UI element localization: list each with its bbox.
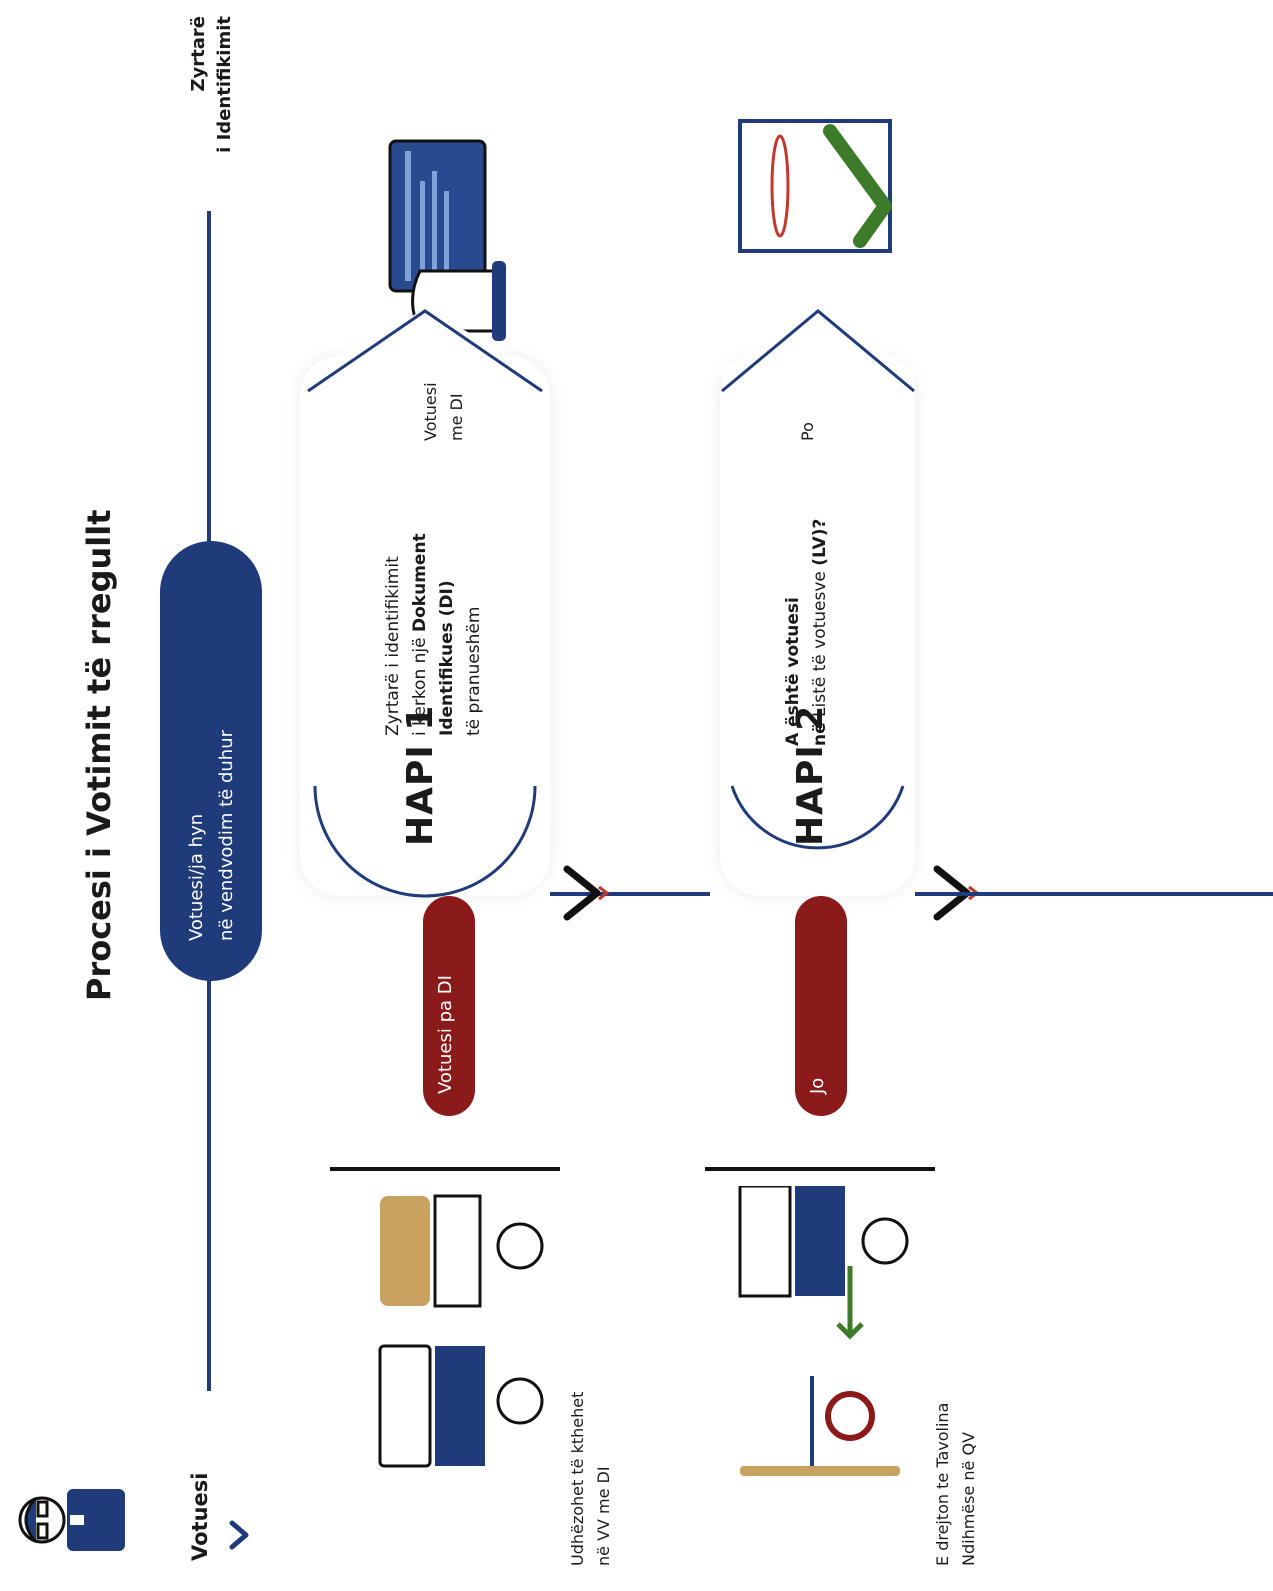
step2-yes-label: Po: [798, 422, 817, 441]
voter-label: Votuesi: [188, 1472, 212, 1561]
two-voters-icon: [378, 1194, 544, 1468]
step1-text-bold1: Dokument: [410, 533, 430, 632]
official-label-line1: Zyrtarë: [188, 16, 209, 92]
step1-yes-label: Votuesi me DI: [418, 382, 470, 441]
step1-outcome-baseline: [330, 1167, 560, 1171]
ballot-checkmark-icon: [738, 119, 892, 253]
step2-no-outcome-line2: Ndihmëse në QV: [959, 1431, 978, 1566]
step2-outcome-baseline: [705, 1167, 935, 1171]
step2-text-line1: A është votuesi: [780, 456, 807, 746]
entry-pill-line2: në vendvodim të duhur: [216, 729, 237, 941]
step1-no-pill: Votuesi pa DI: [423, 896, 475, 1116]
down-arrow-icon: [836, 1266, 864, 1340]
step2-circle-icon: [730, 785, 905, 850]
step2-no-outcome-line1: E drejton te Tavolina: [933, 1402, 952, 1566]
diagram-title: Procesi i Votimit të rregullt: [80, 509, 118, 1002]
step2-text: A është votuesi në Listë të votuesve (LV…: [780, 456, 834, 746]
step1-no-outcome-line1: Udhëzohet të kthehet: [568, 1391, 587, 1566]
step2-text-rest: Listë të votuesve: [810, 565, 830, 723]
step1-text-line4: të pranueshëm: [464, 606, 484, 736]
step2-no-pill: Jo: [795, 896, 847, 1116]
entry-pill: Votuesi/ja hyn në vendvodim të duhur: [160, 541, 262, 981]
step1-text-line3: Identifikues (DI): [434, 476, 461, 736]
step1-chevron-icon: [563, 865, 610, 921]
step1-yes-line1: Votuesi: [421, 382, 440, 441]
step1-yes-line2: me DI: [447, 393, 466, 441]
step1-arrow-outline-icon: [307, 309, 543, 571]
step1-circle-icon: [313, 785, 537, 898]
step2-text-bold2: në: [810, 722, 830, 746]
step1-text-line2: i kerkon një Dokument: [407, 476, 434, 736]
official-label: Zyrtarë i Identifikimit: [186, 16, 238, 221]
chevron-right-icon: [229, 1520, 249, 1550]
step2-arrow-outline-icon: [721, 309, 915, 571]
helpdesk-officer-icon: [738, 1186, 909, 1476]
step2-text-bold: A është votuesi: [783, 597, 803, 746]
step2-text-bold3: (LV)?: [810, 518, 830, 566]
voter-figure-icon: [18, 1489, 125, 1551]
flow-continuation: [915, 892, 1273, 896]
step1-text-line2a: i kerkon një: [410, 632, 430, 736]
official-label-line2: i Identifikimit: [214, 16, 235, 153]
step1-text-bold2: Identifikues (DI): [437, 580, 457, 736]
step1-no-outcome: Udhëzohet të kthehet në VV me DI: [565, 1306, 617, 1566]
entry-pill-line1: Votuesi/ja hyn: [186, 813, 207, 941]
step2-text-line2: në Listë të votuesve (LV)?: [807, 456, 834, 746]
step1-text-line1: Zyrtarë i identifikimit: [383, 556, 403, 736]
step1-text: Zyrtarë i identifikimit i kerkon një Dok…: [380, 476, 488, 736]
step2-no-outcome: E drejton te Tavolina Ndihmëse në QV: [930, 1306, 982, 1566]
step1-no-outcome-line2: në VV me DI: [594, 1466, 613, 1566]
